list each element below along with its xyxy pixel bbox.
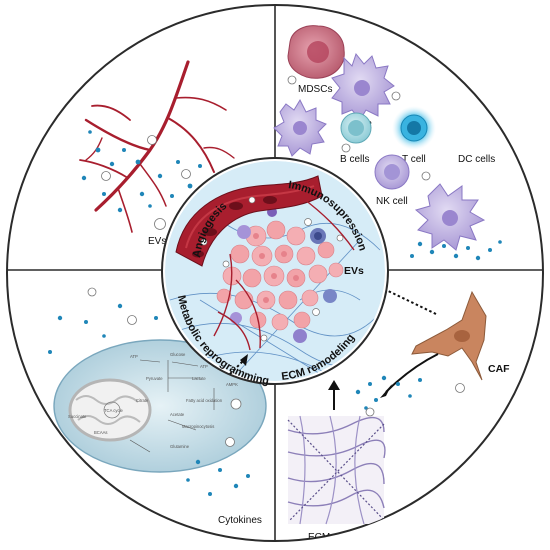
mitochondrion [53,339,267,473]
center-vesicles [222,218,344,342]
cytokine-dots-bottom-right [355,375,422,410]
dc-cells-label: DC cells [458,154,495,165]
nk-cell [374,154,410,190]
tumor-nuclei [253,233,299,303]
caf-cell [411,290,487,381]
vessel-network [79,60,235,233]
acetate-label: Acetate [170,412,185,417]
nk-cell-label: NK cell [376,196,408,207]
ampk-label: AMPK [226,382,238,387]
cytokine-dots-top-right [410,240,502,261]
macropinocytosis-label: Macropinocytosis [182,424,214,429]
dc-cell [414,183,486,251]
ev-vesicles-bottom-right [365,383,465,417]
atp-label: ATP [200,364,208,369]
ev-vesicles-top-right [287,75,431,181]
glucose-label: Glucose [170,352,186,357]
atp-label-2: ATP [130,354,138,359]
mdscs-cell [287,25,345,79]
m1-cell [273,98,327,157]
b-cells-label: B cells [340,154,369,165]
glutamine-label: Glutamine [170,444,190,449]
cytokines-label: Cytokines [218,515,262,526]
t-cell-label: T cell [402,154,426,165]
metabolic-arrows [129,359,215,453]
ev-vesicles-top-left [101,135,191,230]
metabolic-dotted-arrowhead [240,354,248,366]
lactate-label: Lactate [192,376,206,381]
ecm-label: ECM [308,532,330,543]
citrate-label: Citrate [136,398,149,403]
evs-label-center: EVs [344,265,364,277]
m2-cell [331,52,395,121]
tca-label: TCA cycle [104,408,124,413]
mdscs-label: MDSCs [298,84,332,95]
evs-label-top-left: EVs [148,236,166,247]
ecm-fibers [287,415,386,525]
center-blood-vessel [175,175,323,267]
ev-particles-top-left [81,130,202,213]
caf-curved-arrowhead [380,384,392,398]
caf-label: CAF [488,363,510,375]
pyruvate-label: Pyruvate [146,376,163,381]
tumor-cells [216,220,344,331]
b-cell [340,112,372,144]
t-cell [392,106,436,150]
ecm-up-arrowhead [328,380,340,390]
caf-curved-arrow [385,353,439,393]
center-capillaries [213,195,355,351]
bcaas-label: BCAAs [94,430,108,435]
succinate-label: Succinate [68,414,87,419]
metabolic-dotted-arrow [229,359,245,375]
fatty-acid-label: Fatty acid oxidation [186,398,223,403]
